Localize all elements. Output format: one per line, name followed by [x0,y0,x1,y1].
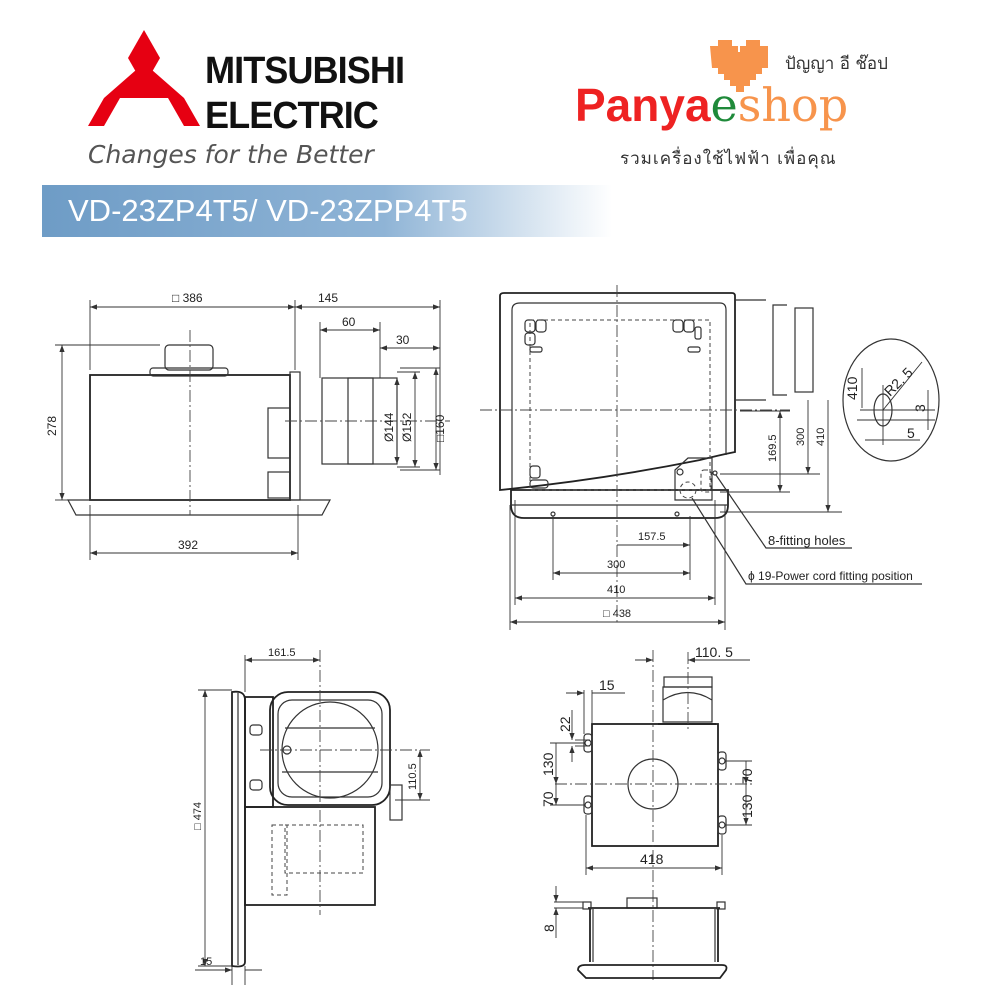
shop-name-part1: Panya [575,79,711,131]
model-title: VD-23ZP4T5/ VD-23ZPP4T5 [68,193,468,228]
side-view-drawing: □ 386 145 60 30 278 Ø144 Ø152 □160 392 [45,291,450,560]
dim-60: 60 [342,315,356,329]
shop-name-part3: shop [737,78,849,132]
dim-169-5: 169.5 [767,434,779,462]
shop-slogan: รวมเครื่องใช้ไฟฟ้า เพื่อคุณ [620,149,837,169]
top-dim-22: 22 [557,716,573,732]
dim-392: 392 [178,538,198,552]
top-dim-130-left: 130 [540,752,556,776]
dim-15: 15 [200,956,212,968]
top-dim-70-left: 70 [540,791,556,807]
pixel-heart-icon [710,40,768,92]
top-view-drawing: 110. 5 15 22 130 70 70 130 418 [540,644,755,980]
top-dim-70-right: 70 [739,768,755,784]
front-view-drawing: 161.5 110.5 □ 474 15 [192,647,430,985]
mitsubishi-diamonds-logo [88,30,200,126]
shop-name-part2: e [710,78,738,132]
dim-d152: Ø152 [400,412,414,442]
dim-160: □160 [433,414,447,442]
detail-410: 410 [844,376,860,400]
dim-300: 300 [607,559,625,571]
dim-d144: Ø144 [382,412,396,442]
brand-tagline: Changes for the Better [88,140,374,169]
dim-474: □ 474 [192,802,204,830]
brand-name-line2: ELECTRIC [205,95,379,137]
fitting-hole-detail: 410 R2. 5 3 5 [842,338,940,462]
top-dim-15: 15 [599,677,615,693]
dim-157-5: 157.5 [638,531,666,543]
bottom-view-drawing: 169.5 300 410 157.5 300 410 □ 438 8-fitt… [480,285,940,630]
top-dim-8: 8 [541,924,557,932]
dim-438: □ 438 [603,608,631,620]
dim-v300: 300 [795,428,807,446]
dim-110-5: 110.5 [407,763,419,790]
note-power-cord: ϕ 19-Power cord fitting position [748,569,913,583]
dim-278: 278 [45,416,59,436]
top-dim-130-right: 130 [739,794,755,818]
dim-v410: 410 [815,428,827,446]
note-fitting-holes: 8-fitting holes [768,533,846,548]
detail-3: 3 [912,404,928,412]
model-banner [42,185,612,237]
dim-410: 410 [607,584,625,596]
shop-logo-name: Panyaeshop [575,78,848,132]
top-dim-110-5: 110. 5 [695,644,733,660]
detail-r2-5: R2. 5 [881,364,916,399]
detail-5: 5 [907,425,915,441]
dim-161-5: 161.5 [268,647,296,659]
brand-name-line1: MITSUBISHI [205,50,405,92]
top-dim-418: 418 [640,851,664,867]
dim-386: □ 386 [172,291,203,305]
dim-30: 30 [396,333,410,347]
dim-145: 145 [318,291,338,305]
shop-thai-name: ปัญญา อี ช๊อป [785,54,888,74]
